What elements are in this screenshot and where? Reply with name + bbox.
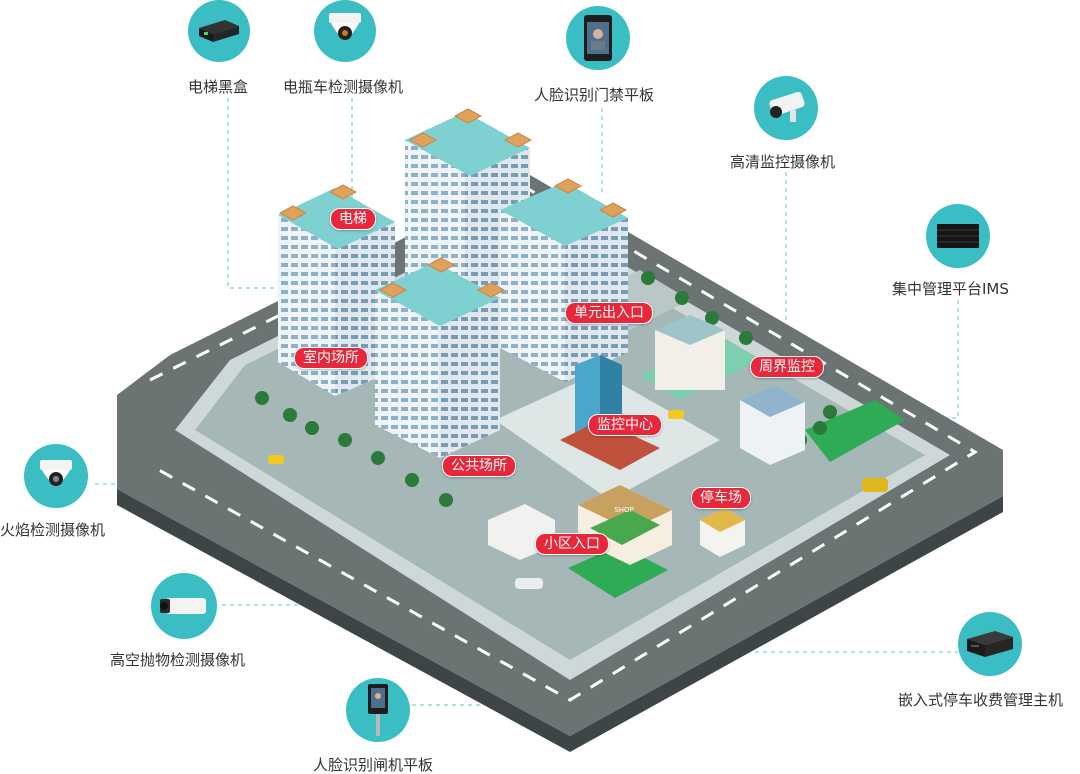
label-elevator-blackbox: 电梯黑盒 [188,78,249,96]
shop-sign: SHOP [614,506,633,514]
tag-parking-lot: 停车场 [691,487,751,509]
tag-perimeter: 周界监控 [750,356,824,378]
tag-public-place: 公共场所 [442,455,516,477]
dome-camera-icon [24,444,88,508]
dome-camera-icon [314,0,376,62]
label-ebike-camera: 电瓶车检测摄像机 [283,78,404,96]
tag-indoor-place: 室内场所 [294,347,368,369]
line-elevator-blackbox [227,98,285,289]
label-fire-camera: 火焰检测摄像机 [0,521,106,539]
label-hd-camera: 高清监控摄像机 [730,153,836,171]
label-face-access-tablet: 人脸识别门禁平板 [534,86,655,104]
label-face-gate-tablet: 人脸识别闸机平板 [313,756,434,774]
bullet-camera-icon [754,76,818,140]
server-rack-icon [926,204,990,268]
face-tablet-icon [566,6,630,70]
embedded-host-icon [958,612,1022,676]
tag-monitor-center: 监控中心 [588,414,662,436]
tag-unit-entrance: 单元出入口 [565,302,653,324]
label-parking-host: 嵌入式停车收费管理主机 [898,691,1064,709]
label-throw-camera: 高空抛物检测摄像机 [110,651,246,669]
box-camera-icon [151,573,217,639]
tag-community-entrance: 小区入口 [535,533,609,555]
tag-elevator: 电梯 [330,208,376,230]
black-box-icon [188,0,250,62]
buildings: SHOP [278,108,805,565]
label-ims-platform: 集中管理平台IMS [892,280,1009,298]
face-gate-icon [346,678,410,742]
